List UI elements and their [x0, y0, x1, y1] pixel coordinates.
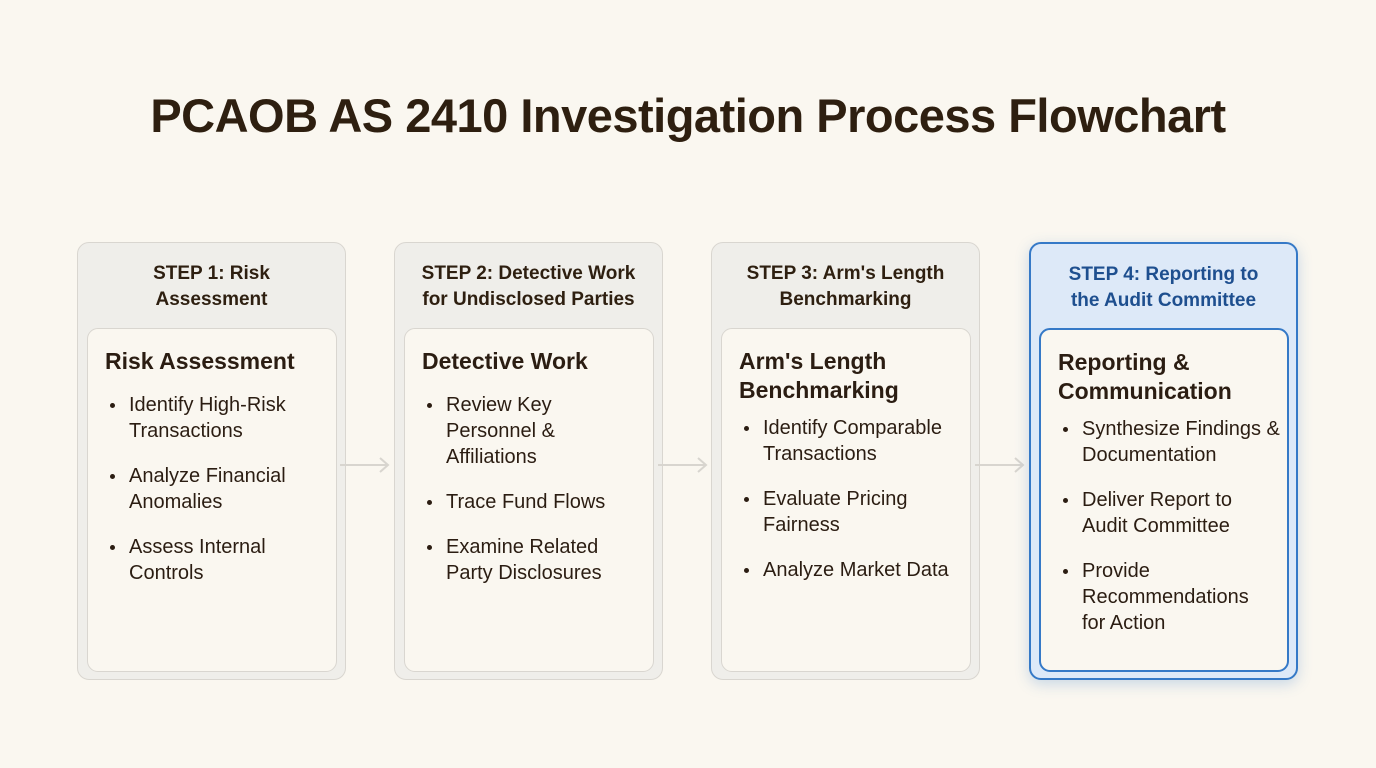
arrow-right-icon: [658, 457, 708, 473]
step-4-title: Reporting & Communication: [1058, 349, 1232, 404]
list-item: Review Key Personnel & Affiliations: [422, 392, 566, 470]
list-item: Trace Fund Flows: [422, 489, 636, 515]
list-item: Assess Internal Controls: [105, 534, 299, 586]
step-1-title: Risk Assessment: [105, 348, 295, 374]
step-4-card: STEP 4: Reporting to the Audit Committee…: [1029, 242, 1298, 680]
step-2-content: Detective Work Review Key Personnel & Af…: [404, 328, 654, 672]
step-1-content: Risk Assessment Identify High-Risk Trans…: [87, 328, 337, 672]
list-item: Examine Related Party Disclosures: [422, 534, 616, 586]
step-header-line: the Audit Committee: [1070, 290, 1257, 311]
step-3-card: STEP 3: Arm's Length Benchmarking Arm's …: [711, 242, 980, 680]
arrow-right-icon: [975, 457, 1025, 473]
list-item: Deliver Report to Audit Committee: [1058, 487, 1262, 539]
step-header-line: STEP 3: Arm's Length: [746, 263, 945, 284]
step-4-header: STEP 4: Reporting to the Audit Committee: [1031, 262, 1296, 314]
step-header-line: Benchmarking: [779, 289, 912, 310]
list-item: Identify Comparable Transactions: [739, 415, 963, 467]
step-2-header: STEP 2: Detective Work for Undisclosed P…: [395, 261, 662, 313]
arrow-right-icon: [340, 457, 390, 473]
step-header-line: STEP 4: Reporting to: [1068, 264, 1259, 285]
list-item: Synthesize Findings & Documentation: [1058, 416, 1282, 468]
page-title: PCAOB AS 2410 Investigation Process Flow…: [150, 89, 1226, 142]
step-3-title: Arm's Length Benchmarking: [739, 348, 899, 403]
step-1-card: STEP 1: Risk Assessment Risk Assessment …: [77, 242, 346, 680]
step-4-content: Reporting & Communication Synthesize Fin…: [1039, 328, 1289, 672]
step-2-list: Review Key Personnel & Affiliations Trac…: [422, 392, 636, 586]
step-header-line: STEP 2: Detective Work: [421, 263, 636, 284]
step-2-title: Detective Work: [422, 348, 588, 374]
list-item: Identify High-Risk Transactions: [105, 392, 299, 444]
step-1-header: STEP 1: Risk Assessment: [78, 261, 345, 313]
step-2-card: STEP 2: Detective Work for Undisclosed P…: [394, 242, 663, 680]
step-1-list: Identify High-Risk Transactions Analyze …: [105, 392, 319, 586]
step-header-line: Assessment: [155, 289, 268, 310]
step-4-list: Synthesize Findings & Documentation Deli…: [1058, 416, 1280, 636]
list-item: Evaluate Pricing Fairness: [739, 486, 923, 538]
step-3-content: Arm's Length Benchmarking Identify Compa…: [721, 328, 971, 672]
list-item: Provide Recommendations for Action: [1058, 558, 1262, 636]
step-3-list: Identify Comparable Transactions Evaluat…: [739, 415, 953, 583]
step-header-line: for Undisclosed Parties: [422, 289, 635, 310]
list-item: Analyze Financial Anomalies: [105, 463, 299, 515]
step-header-line: STEP 1: Risk: [153, 263, 270, 284]
step-3-header: STEP 3: Arm's Length Benchmarking: [712, 261, 979, 313]
list-item: Analyze Market Data: [739, 557, 973, 583]
